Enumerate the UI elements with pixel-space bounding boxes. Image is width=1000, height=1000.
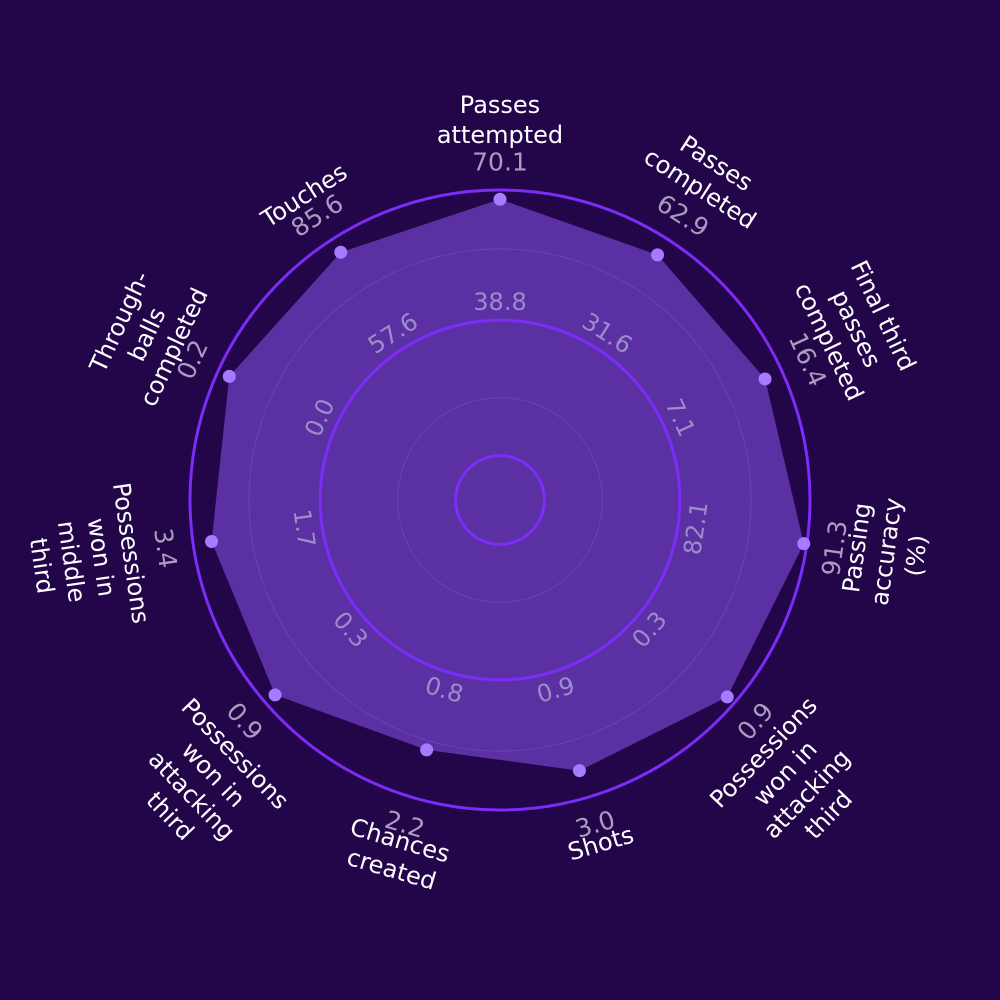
axis-label-line: Passes — [460, 91, 540, 119]
radar-area — [211, 199, 804, 771]
data-point-marker — [334, 245, 348, 259]
data-point-marker — [758, 372, 772, 386]
faint-ring-2 — [248, 248, 752, 752]
data-point-marker — [205, 534, 219, 548]
axis-label-line: attempted — [437, 121, 563, 149]
ring-layer — [188, 188, 812, 812]
data-point-marker — [651, 248, 665, 262]
outer-value-label: 70.1 — [472, 148, 528, 177]
radar-polygon-layer — [211, 199, 804, 771]
outer-value-label: 3.4 — [148, 526, 182, 569]
data-point-marker — [720, 690, 734, 704]
data-point-marker — [420, 743, 434, 757]
inner-value-layer: 38.831.67.182.10.30.90.80.31.70.057.6 — [287, 288, 713, 709]
ring-2 — [318, 318, 682, 682]
marker-layer — [205, 192, 811, 778]
faint-ring-1 — [397, 397, 603, 603]
inner-value-label: 38.8 — [473, 288, 526, 316]
data-point-marker — [222, 369, 236, 383]
ring-1 — [454, 454, 546, 546]
data-point-marker — [797, 537, 811, 551]
data-point-marker — [572, 764, 586, 778]
ring-3 — [188, 188, 812, 812]
inner-value-label: 1.7 — [287, 507, 320, 549]
data-point-marker — [493, 192, 507, 206]
axis-label-line: (%) — [900, 533, 933, 578]
data-point-marker — [268, 688, 282, 702]
